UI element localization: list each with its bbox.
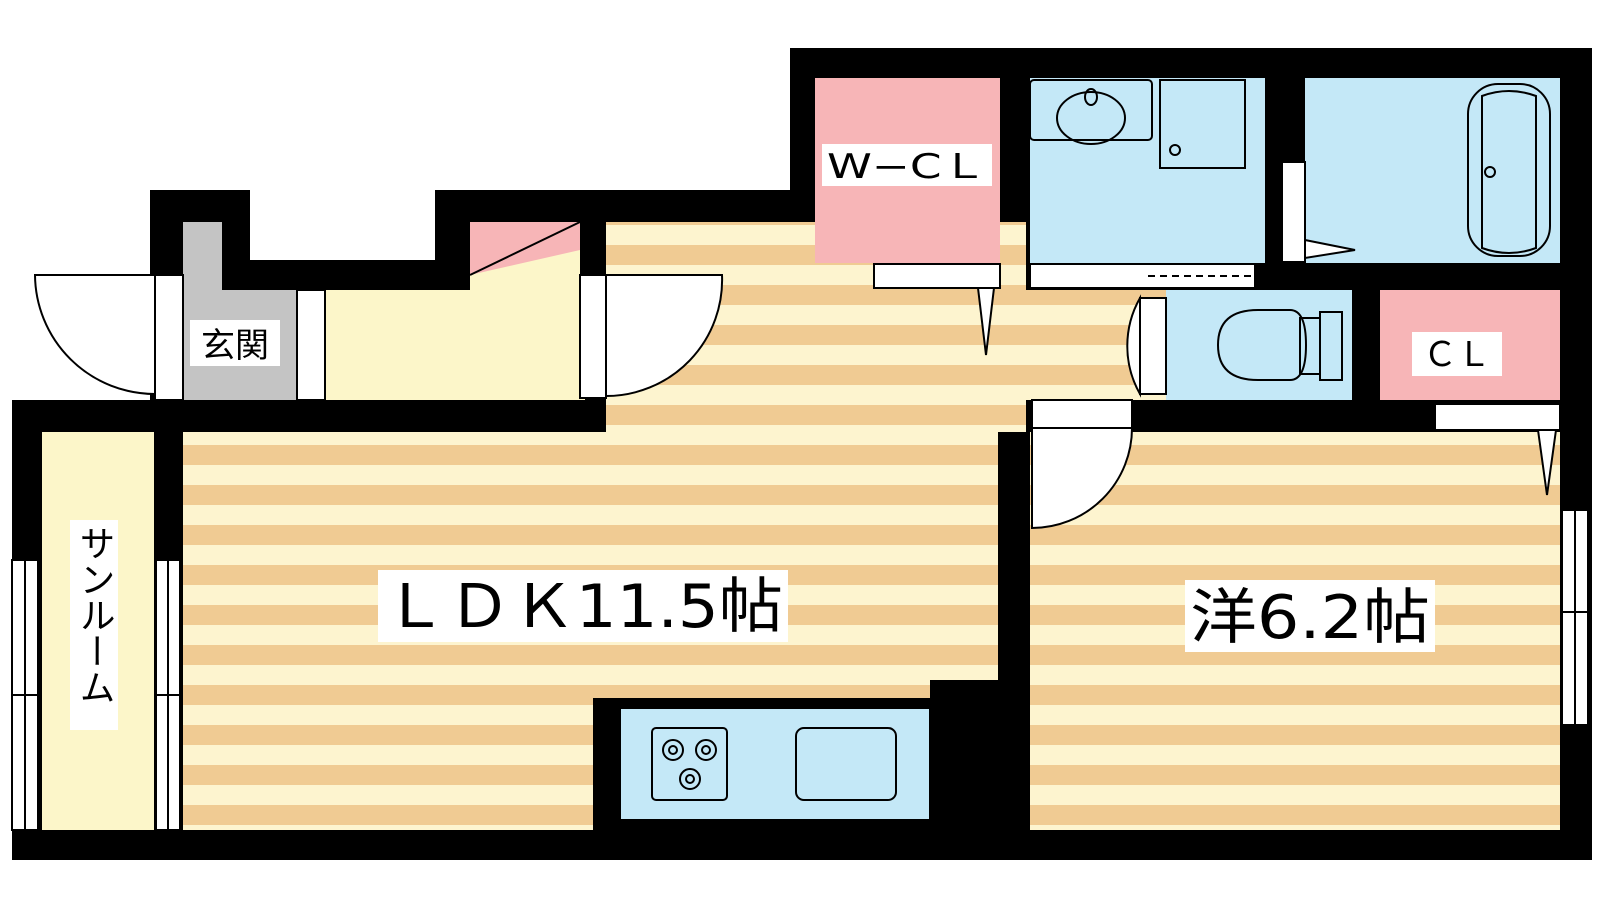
washroom-floor <box>1030 78 1265 263</box>
ldk-label-bg <box>378 570 788 642</box>
cl-label: ＣＬ <box>1423 335 1491 375</box>
entry-room-door-icon <box>296 289 326 401</box>
bedroom-door-icon <box>1031 399 1134 530</box>
western-label-bg <box>1185 580 1435 652</box>
ldk-label: ＬＤＫ11.5帖 <box>383 572 783 642</box>
genkan-label-bg <box>190 320 280 366</box>
bath-door-icon <box>1281 161 1356 263</box>
toilet-icon <box>1216 309 1343 381</box>
shoe-closet-diagonal <box>469 221 581 276</box>
western-label: 洋6.2帖 <box>1190 583 1430 653</box>
kitchen-wall-block <box>930 680 1000 830</box>
wcl-label-bg <box>822 144 992 186</box>
bathtub-icon <box>1467 83 1551 257</box>
closet-door-icon <box>1434 403 1561 496</box>
hall-door-icon <box>579 274 724 399</box>
washbasin-icon <box>1029 79 1153 145</box>
stove-icon <box>651 727 728 801</box>
sunroom-label-bg <box>70 520 118 730</box>
genkan-label: 玄関 <box>201 326 269 366</box>
toilet-door-icon <box>1126 294 1167 398</box>
front-door-icon <box>33 274 184 401</box>
wcl-label: W−CＬ <box>827 147 987 187</box>
entry-hall-floor <box>325 290 585 400</box>
washing-machine-icon <box>1159 79 1246 169</box>
sunroom-window-inner <box>155 559 181 831</box>
sunroom-label: サンルーム <box>74 525 115 705</box>
wcl-door-icon <box>873 263 1001 356</box>
kitchen-counter <box>619 707 931 821</box>
washroom-sliding-door-icon <box>1029 263 1256 289</box>
cl-label-bg <box>1412 332 1502 376</box>
sunroom-window-left <box>11 559 39 831</box>
bathroom-floor <box>1305 78 1560 263</box>
toilet-floor <box>1166 290 1352 400</box>
sink-icon <box>795 727 897 801</box>
bedroom-window <box>1561 509 1589 726</box>
